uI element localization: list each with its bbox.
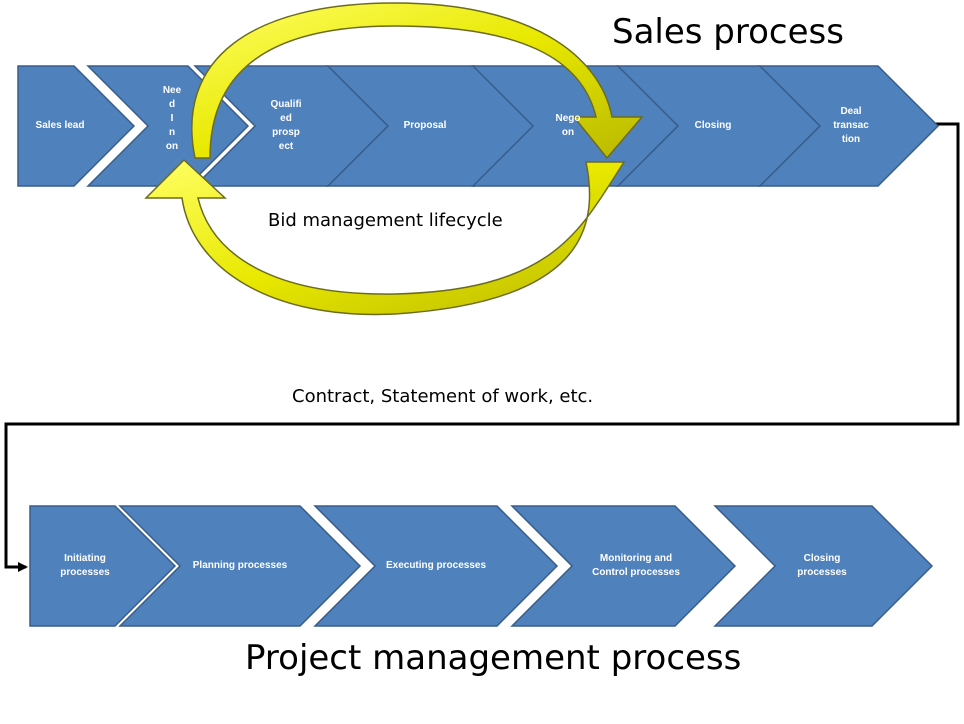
bid-lifecycle-cycle <box>144 2 644 316</box>
bid-lifecycle-label: Bid management lifecycle <box>268 210 503 231</box>
sales-process-title: Sales process <box>612 12 844 52</box>
project-step-label: Initiating processes <box>60 553 110 578</box>
sales-step-label: Closing <box>694 120 732 131</box>
project-step-label: Planning processes <box>192 560 288 571</box>
sales-step-label: Nego on <box>555 113 581 138</box>
handoff-connector <box>4 122 960 572</box>
sales-step-label: Sales lead <box>35 120 85 131</box>
sales-step-label: Qualifi ed prosp ect <box>270 99 302 152</box>
sales-step-label: Nee d I n on <box>162 85 182 152</box>
project-step-shape <box>29 505 177 627</box>
project-step-label: Executing processes <box>385 560 487 571</box>
project-step-label: Closing processes <box>797 553 847 578</box>
sales-step-shape <box>758 65 940 187</box>
project-step-label: Monitoring and Control processes <box>592 553 680 578</box>
project-step-shape <box>118 505 362 627</box>
project-step-shape <box>313 505 559 627</box>
handoff-label: Contract, Statement of work, etc. <box>292 386 594 407</box>
project-step-shape <box>510 505 737 627</box>
project-process-title: Project management process <box>245 638 742 678</box>
project-step-shape <box>713 505 934 627</box>
sales-step-label: Deal transac tion <box>833 106 869 145</box>
sales-step-label: Proposal <box>403 120 447 131</box>
sales-step-shape <box>17 65 136 187</box>
cycle-arrow-top <box>191 2 644 160</box>
project-process-chevrons <box>29 505 934 627</box>
cycle-arrow-bottom <box>144 158 626 316</box>
